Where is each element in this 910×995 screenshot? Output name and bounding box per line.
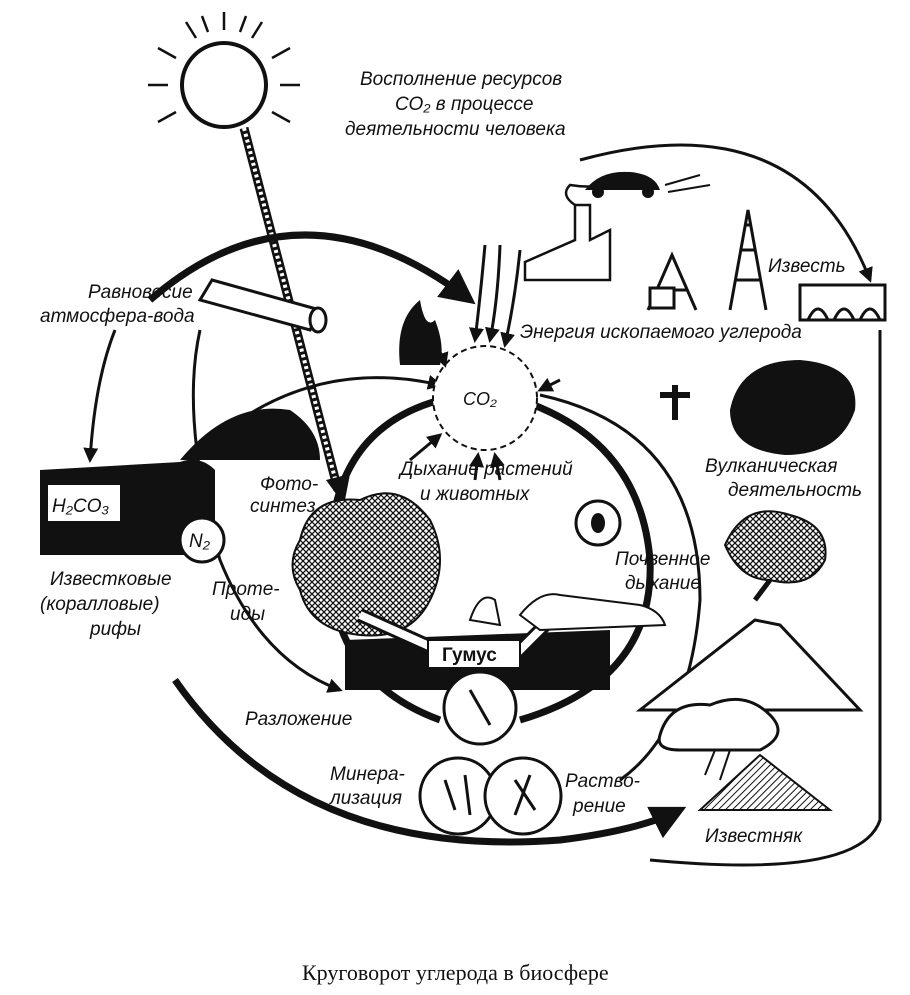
log-icon [197,278,328,334]
humus-box [427,639,521,669]
soil-microorganisms-icon [418,670,563,836]
equilibrium-label-1: Равновесие [88,282,193,303]
humus-label: Гумус [442,645,497,666]
respiration-label-2: и животных [420,484,531,505]
lime-arc [649,330,882,867]
soil-respiration-label-2: дыхание [625,573,701,594]
car-icon [585,171,711,198]
reefs-label-1: Известковые [50,569,172,590]
replenishment-label-3: деятельности человека [345,119,566,140]
left-inner-arc [191,329,343,693]
sea-icon: H₂CO₃ [40,459,215,555]
co2-burst: CO₂ [432,345,538,451]
sun-icon [148,12,300,129]
oil-deposit-icon [660,360,856,455]
mineralization-label-1: Минера- [330,764,405,785]
proteins-label-2: иды [230,604,265,625]
mineralization-label-2: лизация [329,788,402,809]
lime-label: Известь [768,256,846,277]
factory-icon [523,178,631,282]
plant-icon [291,492,441,637]
equilibrium-label-2: атмосфера-вода [40,306,195,327]
dissolution-label-1: Раство- [565,771,640,792]
limestone-label: Известняк [705,826,803,847]
photosynthesis-label-2: синтез [250,496,316,517]
replenishment-label-1: Восполнение ресурсов [360,69,562,90]
burning-fuel-icon [399,300,442,365]
outer-right-arc [579,143,873,283]
h2co3-label: H₂CO₃ [52,496,109,517]
inner-arc-upper [239,375,443,422]
soil-respiration-label-1: Почвенное [615,549,710,570]
limestone-icon [657,697,833,811]
proteins-label-1: Проте- [212,579,280,600]
volcanic-label-2: деятельность [728,480,862,501]
forest-hill-icon [180,408,320,460]
n2-label: N₂ [189,531,211,552]
co2-label: CO₂ [463,389,497,409]
volcano-icon [635,510,864,712]
decomposition-label: Разложение [245,709,352,730]
fossil-energy-label: Энергия ископаемого углерода [520,322,802,343]
soil-bug-icon [574,499,622,547]
replenishment-label-2: СО₂ в процессе [395,94,533,115]
lime-kiln-icon [798,283,887,322]
animals-icon [468,593,667,632]
oil-rig-icon [646,209,768,311]
reefs-label-3: рифы [89,619,141,640]
figure-caption: Круговорот углерода в биосфере [302,960,609,985]
outer-arc-bottom [172,678,687,846]
n2-circle: N₂ [178,516,226,564]
outer-arc-top [147,231,476,305]
dissolution-label-2: рение [572,796,626,817]
respiration-label-1: Дыхание растений [398,459,573,480]
photosynthesis-label-1: Фото- [260,474,318,495]
equilibrium-arc [83,329,117,463]
reefs-label-2: (коралловые) [40,594,160,615]
volcanic-label-1: Вулканическая [705,456,837,477]
